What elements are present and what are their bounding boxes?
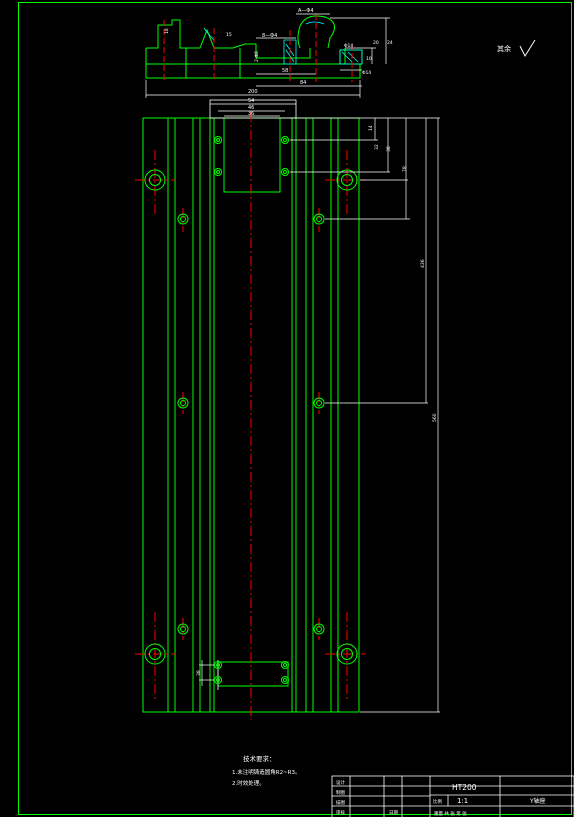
dim-phi14-b: Φ14: [362, 70, 371, 76]
small-hole-l3: [177, 623, 189, 635]
section-view: [145, 15, 363, 79]
title-bottom-text: 重量 共 张 第 张: [434, 810, 467, 817]
dim-58: 58: [282, 68, 288, 74]
title-block: [331, 775, 574, 817]
dim-a-phi4: A—Φ4: [298, 8, 314, 14]
dim-36: 36: [248, 111, 254, 117]
dim-46: 46: [248, 105, 254, 111]
dim-200: 200: [248, 89, 258, 95]
plan-white-lines: [209, 99, 297, 690]
surface-roughness-symbol: [519, 39, 536, 58]
tech-requirements-title: 技术要求：: [243, 754, 276, 763]
tech-requirement-line-1: 1.未注明铸造圆角R2~R3。: [232, 768, 301, 776]
large-hole-tr: [336, 169, 358, 191]
plan-dimension-texts: 54 46 36 14 32 38 78 436 560 38: [196, 98, 438, 676]
section-dimension-lines: [145, 13, 390, 98]
small-hole-r3: [313, 623, 325, 635]
small-hole-l2: [177, 397, 189, 409]
dim-14: 14: [368, 125, 374, 131]
part-name: Y轴座: [529, 797, 546, 805]
section-centerlines: [163, 14, 353, 82]
dim-10: 10: [366, 56, 372, 62]
section-dimension-texts: A—Φ4 8—Φ4 58 84 200 Φ14 Φ14 20 24 10 15 …: [164, 8, 393, 95]
small-hole-r2: [313, 397, 325, 409]
title-label-trace: 描图: [336, 799, 345, 806]
plan-outline: [142, 117, 360, 713]
large-hole-bl: [144, 643, 166, 665]
plan-centerlines: [135, 112, 365, 720]
surface-note: 其余: [497, 44, 511, 53]
dim-2-phi8: 2-Φ8: [254, 51, 260, 62]
title-label-draw: 制图: [336, 789, 345, 796]
dim-78: 78: [402, 166, 408, 172]
dim-38-bottom: 38: [196, 670, 202, 676]
dim-18: 18: [164, 28, 170, 34]
dim-24: 24: [387, 40, 393, 46]
drawing-border: [18, 2, 572, 815]
plan-holes: [144, 136, 358, 684]
dim-54: 54: [248, 98, 254, 104]
scale-value: 1:1: [457, 797, 468, 805]
large-hole-tl: [144, 169, 166, 191]
title-label-review: 审核: [336, 809, 345, 816]
dim-84: 84: [300, 80, 306, 86]
plan-dimension-lines: [199, 103, 440, 713]
small-hole-r1: [313, 213, 325, 225]
dim-15: 15: [226, 32, 232, 38]
title-label-date: 日期: [389, 810, 398, 816]
tech-requirement-line-2: 2.时效处理。: [232, 779, 265, 787]
dim-20: 20: [373, 40, 379, 46]
dim-32: 32: [374, 144, 380, 150]
dim-560: 560: [432, 413, 438, 422]
dim-phi14-a: Φ14: [344, 43, 353, 49]
small-hole-l1: [177, 213, 189, 225]
large-hole-br: [336, 643, 358, 665]
dim-38: 38: [386, 146, 392, 152]
material-value: HT200: [452, 783, 477, 792]
dim-436: 436: [420, 259, 426, 268]
dim-8-phi4: 8—Φ4: [262, 33, 277, 39]
title-block-texts: 设计 制图 描图 审核 日期 HT200 比例 1:1 Y轴座 重量 共 张 第…: [336, 779, 546, 817]
title-label-design: 设计: [336, 779, 345, 786]
scale-label: 比例: [433, 798, 442, 805]
